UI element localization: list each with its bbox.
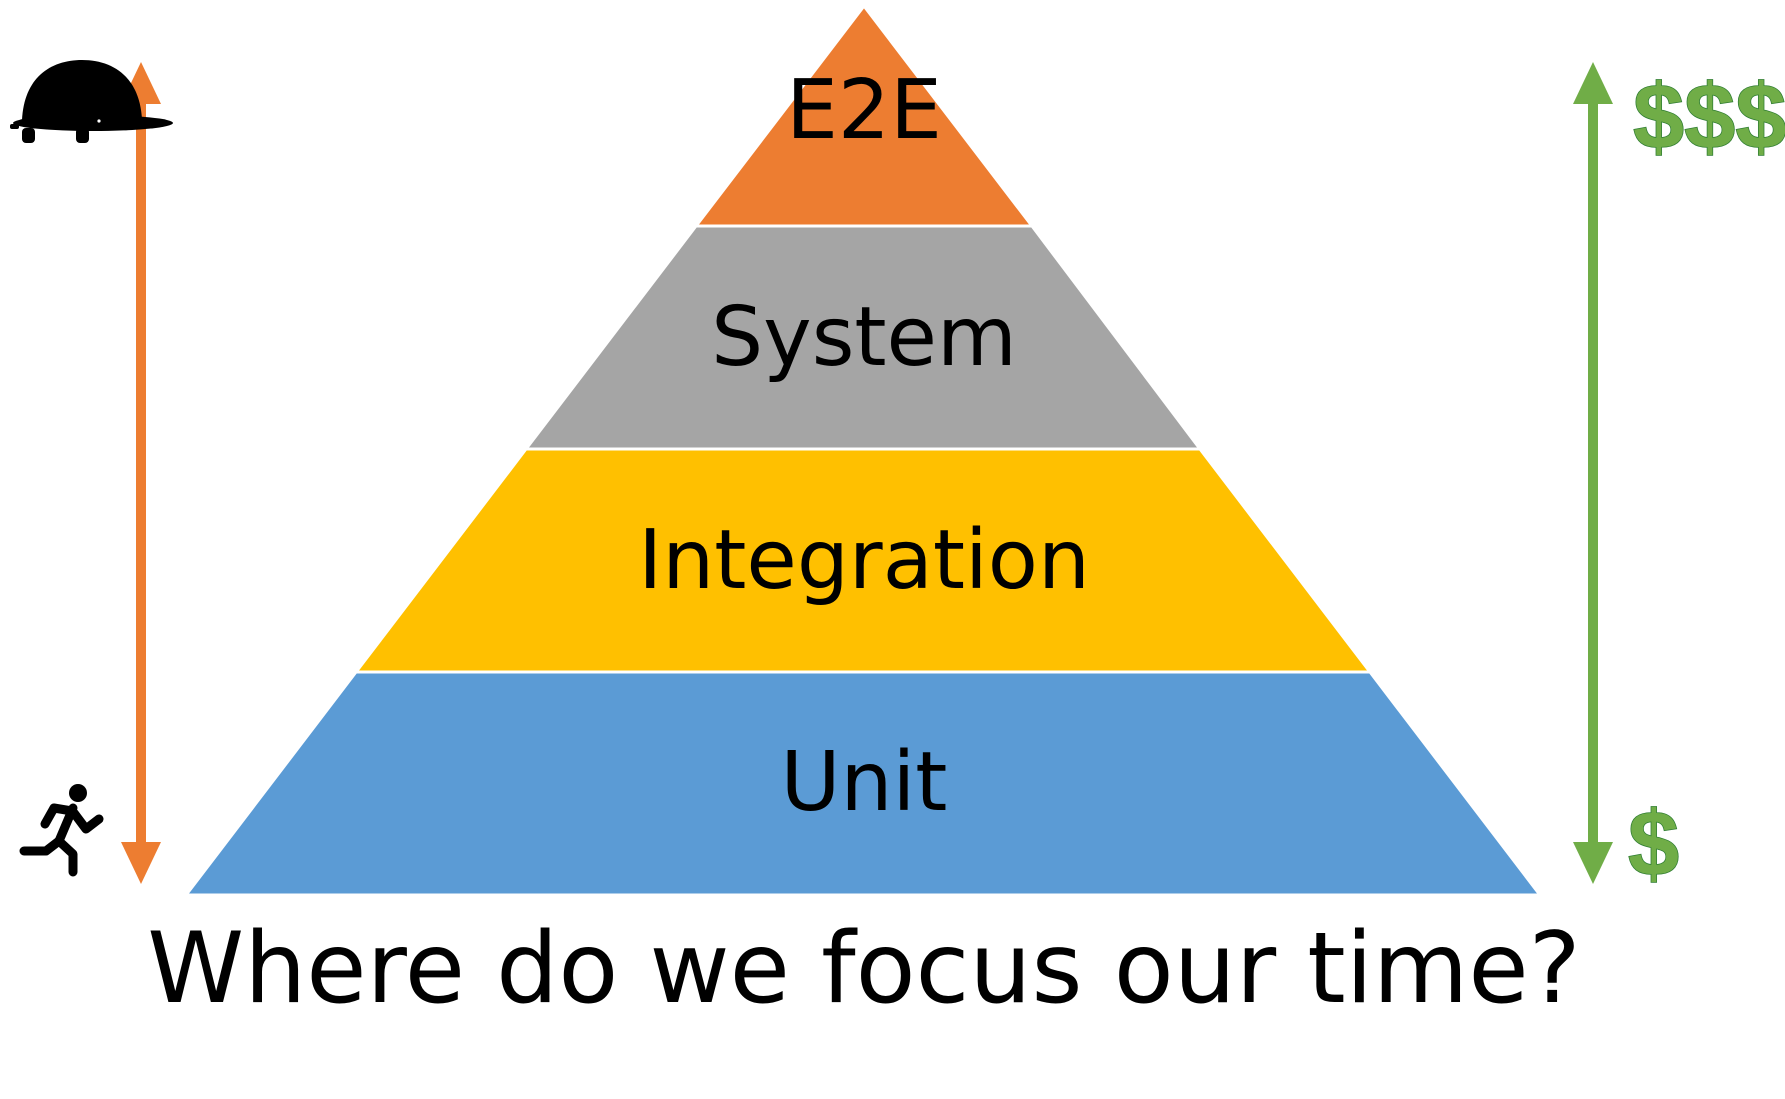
- cost-label-low: $: [1628, 793, 1679, 895]
- cost-arrow-head-bottom: [1573, 842, 1613, 884]
- running-person-icon: [19, 784, 104, 877]
- speed-arrow-head-bottom: [121, 842, 161, 884]
- layer-label-unit: Unit: [781, 735, 948, 830]
- cost-label-high: $$$: [1633, 66, 1785, 168]
- turtle-icon: [10, 60, 173, 143]
- caption-question: Where do we focus our time?: [147, 912, 1580, 1026]
- pyramid-layer-unit: [182, 670, 1544, 897]
- pyramid: E2E System Integration Unit: [182, 3, 1544, 897]
- layer-label-system: System: [711, 290, 1017, 385]
- cost-arrow-head-top: [1573, 62, 1613, 104]
- speed-axis-arrow: [121, 62, 161, 884]
- cost-axis-arrow: [1573, 62, 1613, 884]
- layer-label-integration: Integration: [638, 513, 1090, 608]
- layer-label-e2e: E2E: [786, 63, 942, 158]
